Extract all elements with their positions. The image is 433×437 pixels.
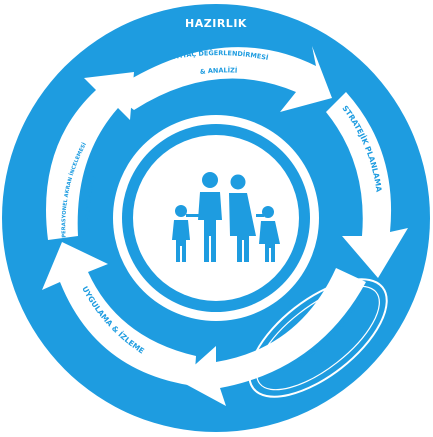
cycle-arrows [42,46,408,406]
arrow-uygulama [42,242,196,386]
arrow-ihtiyac [110,46,332,112]
arrow-stratejik [326,92,408,278]
header-label: HAZIRLIK [185,17,247,30]
stage-ihtiyac-line2: & ANALİZİ [199,65,237,76]
swoosh-loop [248,278,388,398]
arrow-operasyonel [46,72,134,240]
arrow-kaynak [178,268,366,406]
family-icon [172,172,280,262]
